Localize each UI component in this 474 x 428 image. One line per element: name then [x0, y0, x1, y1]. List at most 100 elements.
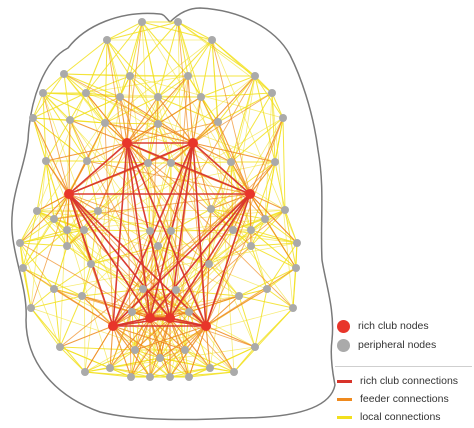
local-connection [109, 367, 171, 378]
feeder-connection [159, 325, 207, 359]
peripheral-node [263, 285, 271, 293]
peripheral-node [229, 226, 237, 234]
local-connection [30, 307, 86, 373]
local-connection [238, 267, 297, 297]
feeder-connection [175, 289, 207, 327]
peripheral-node [174, 18, 182, 26]
feeder-connection [59, 325, 114, 348]
peripheral-node [80, 226, 88, 234]
local-connection [53, 245, 68, 290]
feeder-connection [106, 39, 151, 319]
feeder-connection [149, 325, 207, 378]
local-connection [119, 21, 143, 98]
feeder-connection [104, 122, 194, 144]
local-connection [184, 349, 211, 369]
rich-club-connection [126, 142, 251, 195]
rich-club-node [165, 313, 175, 323]
local-connection [36, 210, 68, 247]
peripheral-node [293, 239, 301, 247]
feeder-connection [169, 317, 190, 378]
local-connection [22, 229, 68, 269]
local-connection [97, 209, 286, 212]
local-connection [19, 218, 55, 244]
feeder-connection [149, 317, 171, 378]
local-connection [250, 229, 298, 244]
peripheral-node [83, 157, 91, 165]
local-connection [90, 230, 151, 265]
peripheral-node [166, 373, 174, 381]
peripheral-node [16, 239, 24, 247]
feeder-connection [112, 325, 132, 378]
feeder-connection [112, 325, 136, 351]
local-connection [200, 75, 256, 98]
local-connection [106, 39, 131, 77]
rich-club-connection [169, 193, 251, 319]
local-connection [109, 229, 252, 369]
local-connection [238, 288, 268, 297]
local-connection [106, 39, 159, 98]
local-connection [97, 210, 151, 232]
local-connection [169, 371, 235, 378]
local-connection [53, 263, 92, 290]
local-connection [177, 21, 213, 41]
local-connection [169, 208, 212, 378]
feeder-connection [192, 96, 202, 144]
local-connection [129, 21, 143, 77]
feeder-connection [112, 325, 161, 359]
local-connection [142, 288, 177, 291]
rich-club-connection [126, 142, 207, 327]
feeder-connection [83, 229, 171, 319]
local-connection [63, 73, 87, 94]
local-connection [69, 119, 88, 162]
local-connection [104, 122, 159, 125]
rich-club-connection [169, 317, 207, 327]
feeder-connection [119, 96, 194, 144]
feeder-connection [184, 325, 207, 351]
brain-outline [11, 7, 336, 421]
peripheral-node [126, 72, 134, 80]
peripheral-node [101, 119, 109, 127]
local-connection [292, 267, 297, 309]
local-connection [208, 229, 234, 265]
feeder-connection [81, 295, 114, 327]
local-connection [200, 39, 213, 98]
rich-club-node [64, 189, 74, 199]
feeder-connection [142, 288, 207, 327]
local-connection [282, 117, 286, 211]
feeder-connection [192, 142, 266, 220]
feeder-connection [19, 193, 70, 244]
peripheral-node [156, 354, 164, 362]
rich-club-node [201, 321, 211, 331]
feeder-connection [130, 317, 151, 378]
local-connection [83, 229, 86, 373]
feeder-connection [217, 121, 251, 195]
local-connection [30, 288, 55, 309]
local-connection [19, 210, 38, 244]
peripheral-node [146, 373, 154, 381]
feeder-connection [134, 317, 151, 351]
peripheral-node [146, 227, 154, 235]
local-connection [284, 209, 298, 244]
local-connection [84, 371, 151, 378]
local-connection [106, 21, 179, 41]
feeder-connection [210, 193, 251, 210]
local-connection [264, 161, 276, 220]
peripheral-node [247, 226, 255, 234]
feeder-connection [157, 96, 194, 144]
peripheral-node [78, 292, 86, 300]
feeder-connection [81, 295, 171, 319]
feeder-connection [22, 267, 114, 327]
local-connection [63, 73, 71, 121]
local-connection [141, 21, 189, 77]
local-connection [208, 263, 240, 297]
local-connection [230, 92, 273, 163]
peripheral-node [63, 242, 71, 250]
peripheral-node [214, 118, 222, 126]
local-connection [250, 218, 266, 247]
local-connection [230, 117, 284, 163]
feeder-connection [109, 142, 194, 369]
connection-edges [19, 21, 298, 378]
local-connection [45, 160, 55, 220]
peripheral-node [82, 89, 90, 97]
